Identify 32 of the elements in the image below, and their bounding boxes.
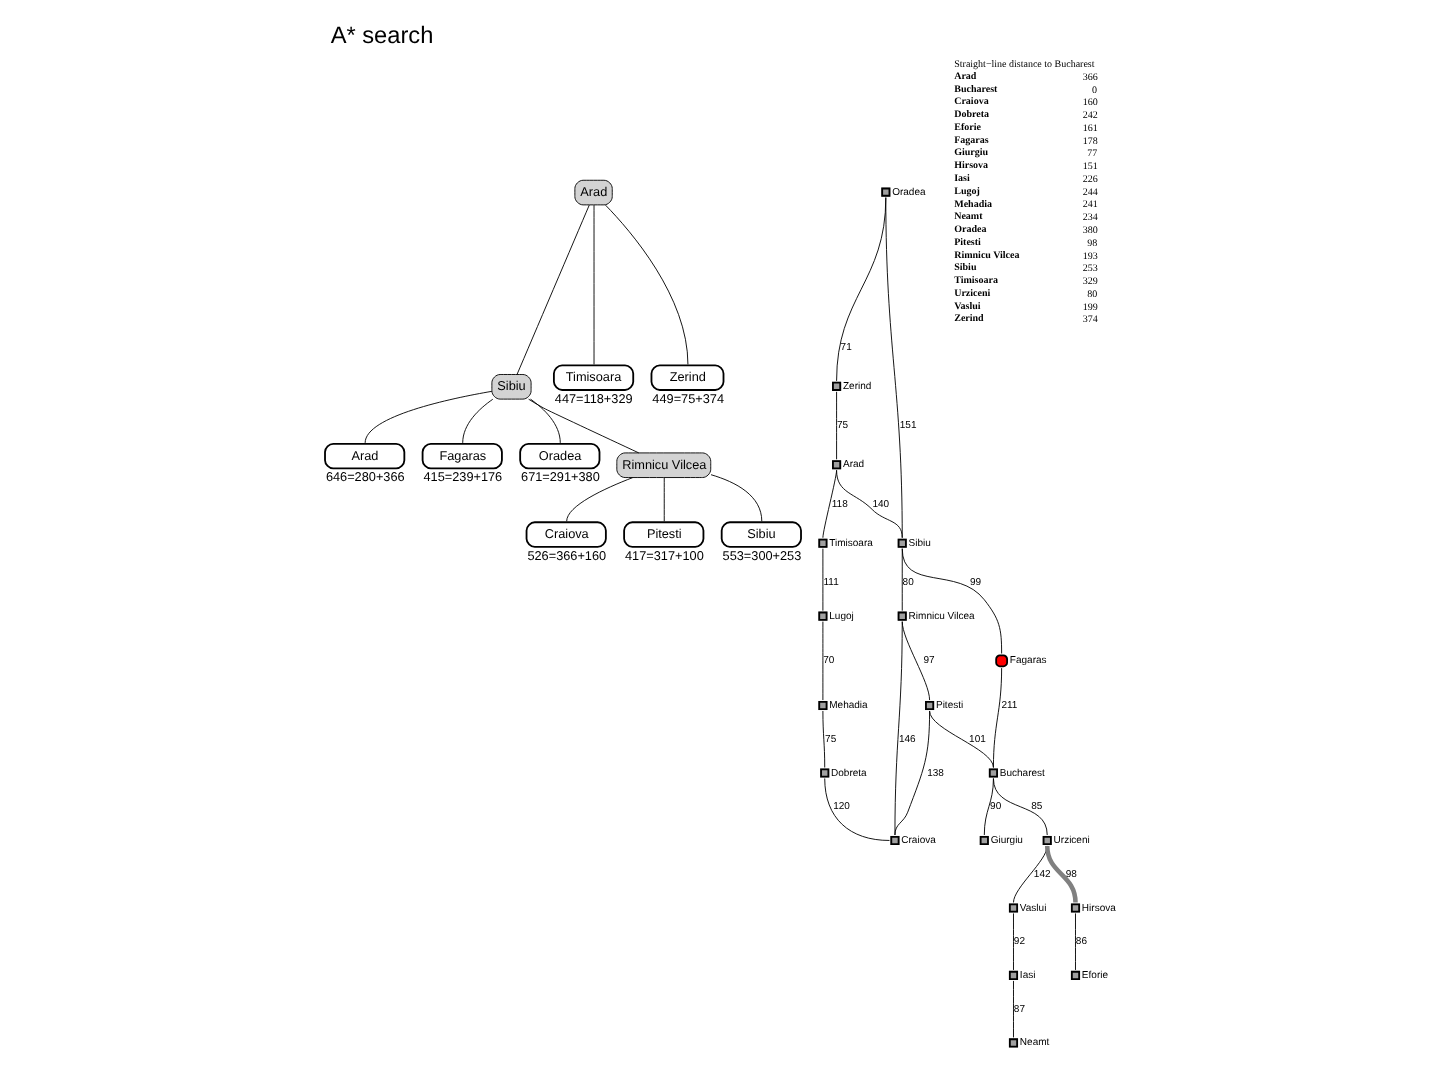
connector	[928, 710, 993, 768]
connector	[461, 398, 493, 444]
connector	[527, 398, 639, 454]
connector	[1043, 845, 1077, 903]
connector	[991, 778, 1047, 836]
connector	[893, 710, 930, 836]
connector	[662, 477, 664, 522]
connector	[900, 548, 902, 612]
connector	[821, 710, 825, 768]
connector	[1012, 980, 1013, 1038]
connector	[821, 469, 837, 539]
diagram-title: A* search	[329, 21, 433, 50]
connector	[1074, 912, 1075, 971]
connector	[982, 778, 993, 836]
connector	[900, 548, 1002, 654]
connector	[991, 667, 1002, 768]
connector	[592, 204, 594, 365]
connector	[884, 197, 902, 539]
connector	[565, 477, 633, 522]
connector	[835, 469, 902, 539]
connector	[515, 204, 589, 375]
connector	[1012, 912, 1013, 971]
connector	[900, 621, 930, 701]
connector	[363, 390, 492, 444]
connector	[835, 391, 837, 460]
connector	[709, 474, 762, 522]
connector	[821, 548, 823, 612]
connector	[893, 621, 902, 836]
connector	[604, 204, 688, 365]
connector	[529, 398, 560, 444]
connector	[823, 778, 889, 841]
connector	[821, 621, 823, 701]
